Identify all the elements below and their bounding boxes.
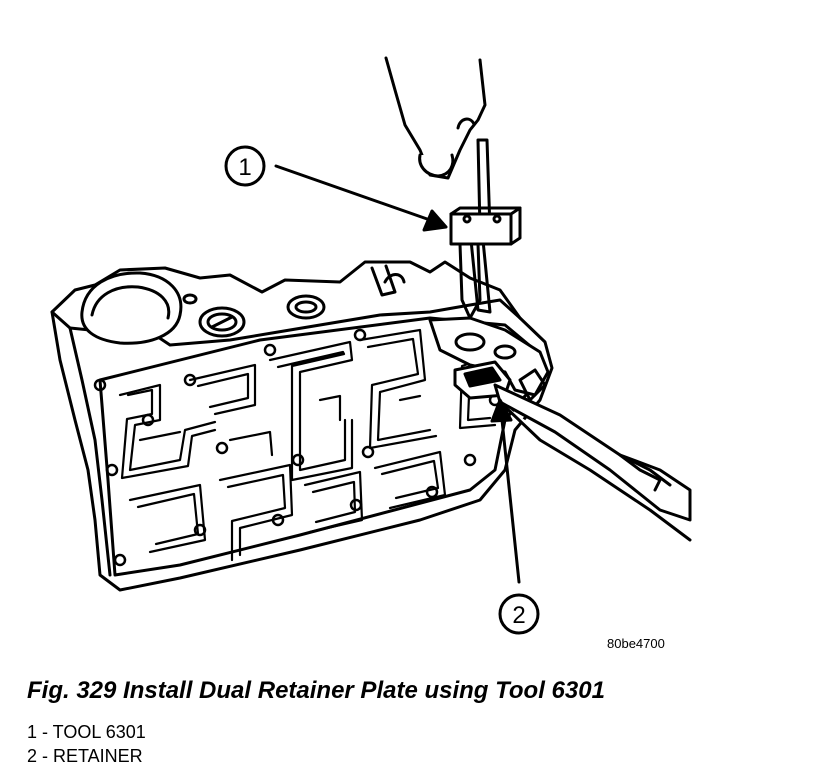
callout-2-number: 2 xyxy=(512,602,525,629)
figure-code: 80be4700 xyxy=(607,636,665,651)
legend-item-2: 2 - RETAINER xyxy=(27,746,143,766)
tool-6301 xyxy=(449,138,522,320)
valve-body xyxy=(50,260,554,592)
legend: 1 - TOOL 6301 2 - RETAINER xyxy=(27,720,146,768)
hand xyxy=(384,56,487,180)
legend-item-1: 1 - TOOL 6301 xyxy=(27,722,146,742)
callout-1 xyxy=(224,145,448,232)
pliers xyxy=(493,383,692,542)
callout-1-number: 1 xyxy=(238,154,251,181)
valve-body-illustration: 1 2 xyxy=(50,56,692,635)
callout-2 xyxy=(490,398,540,635)
figure-caption: Fig. 329 Install Dual Retainer Plate usi… xyxy=(27,677,605,704)
